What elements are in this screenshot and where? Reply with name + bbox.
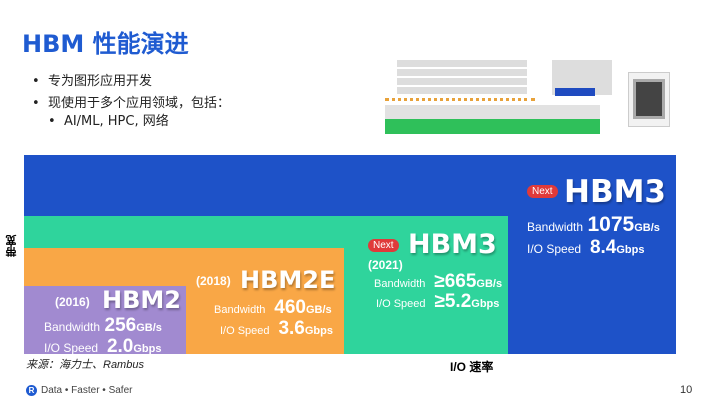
footer-tagline: Data • Faster • Safer bbox=[41, 385, 133, 396]
io-row: I/O Speed 8.4Gbps bbox=[527, 237, 644, 259]
io-unit: Gbps bbox=[133, 343, 162, 355]
io-value: 8.4 bbox=[589, 237, 617, 258]
io-unit: Gbps bbox=[471, 298, 500, 310]
bullet-2: • 现使用于多个应用领域，包括： bbox=[32, 96, 230, 111]
bw-unit: GB/s bbox=[136, 322, 162, 334]
io-value: ≥5.2 bbox=[434, 291, 472, 312]
bullet-text: 专为图形应用开发 bbox=[47, 74, 152, 89]
gen-name: HBM3 bbox=[408, 229, 497, 260]
sub-bullet-1: • AI/ML, HPC, 网络 bbox=[48, 114, 169, 129]
logo-icon: R bbox=[26, 385, 37, 396]
bw-label: Bandwidth bbox=[527, 220, 584, 234]
hbm2-box: (2016) HBM2 Bandwidth 256GB/s I/O Speed … bbox=[24, 286, 186, 357]
x-axis-label: I/O 速率 bbox=[450, 360, 494, 374]
bw-unit: GB/s bbox=[476, 278, 503, 290]
bullet-text: 现使用于多个应用领域，包括： bbox=[47, 96, 230, 111]
bw-unit: GB/s bbox=[305, 304, 332, 316]
io-label: I/O Speed bbox=[44, 341, 99, 355]
gen-name: HBM3 bbox=[564, 174, 666, 210]
hbm-architecture-diagram bbox=[385, 60, 612, 140]
bw-label: Bandwidth bbox=[374, 278, 426, 290]
io-value: 2.0 bbox=[106, 336, 134, 357]
bandwidth-row: Bandwidth 256GB/s bbox=[44, 315, 162, 337]
bw-value: 1075 bbox=[587, 213, 635, 236]
hbm-chip-image bbox=[628, 72, 670, 127]
gen-name: HBM2 bbox=[102, 286, 181, 314]
source-note: 来源：海力士、Rambus bbox=[26, 359, 144, 371]
io-unit: Gbps bbox=[616, 244, 645, 256]
io-value: 3.6 bbox=[278, 318, 305, 339]
bw-value: 460 bbox=[274, 297, 306, 318]
io-unit: Gbps bbox=[304, 325, 333, 337]
bw-value: ≥665 bbox=[434, 271, 477, 292]
next-badge: Next bbox=[368, 239, 399, 252]
gen-name: HBM2E bbox=[240, 266, 336, 294]
next-badge: Next bbox=[527, 185, 558, 198]
bullet-1: • 专为图形应用开发 bbox=[32, 74, 152, 89]
bandwidth-row: Bandwidth ≥665GB/s bbox=[374, 271, 502, 293]
io-row: I/O Speed 3.6Gbps bbox=[220, 318, 333, 340]
io-label: I/O Speed bbox=[527, 242, 582, 256]
io-label: I/O Speed bbox=[376, 298, 426, 310]
io-label: I/O Speed bbox=[220, 325, 270, 337]
bullet-text: AI/ML, HPC, 网络 bbox=[63, 114, 169, 129]
footer-logo: R Data • Faster • Safer bbox=[26, 385, 132, 396]
bw-unit: GB/s bbox=[634, 222, 660, 234]
bw-label: Bandwidth bbox=[44, 320, 101, 334]
bandwidth-row: Bandwidth 460GB/s bbox=[214, 297, 332, 319]
y-axis-label: 带宽 bbox=[6, 235, 18, 257]
bw-value: 256 bbox=[104, 315, 137, 336]
bandwidth-row: Bandwidth 1075GB/s bbox=[527, 213, 660, 237]
bw-label: Bandwidth bbox=[214, 304, 266, 316]
gen-year: (2018) bbox=[196, 274, 231, 288]
page-title: HBM 性能演进 bbox=[22, 30, 189, 58]
io-row: I/O Speed 2.0Gbps bbox=[44, 336, 161, 358]
gen-year: (2016) bbox=[55, 295, 90, 309]
gen-year: (2021) bbox=[368, 258, 403, 272]
page-number: 10 bbox=[680, 384, 693, 396]
io-row: I/O Speed ≥5.2Gbps bbox=[376, 291, 499, 313]
